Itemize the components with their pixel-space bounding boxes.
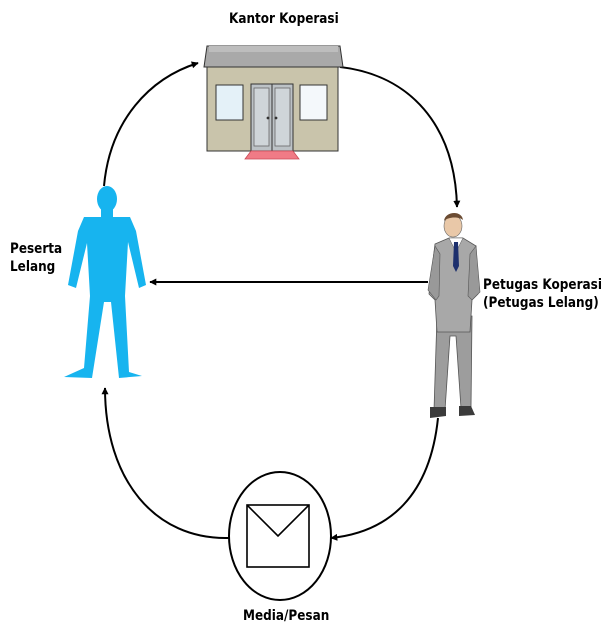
office-label: Kantor Koperasi — [229, 11, 339, 27]
participant-label-line-2: Lelang — [10, 259, 56, 275]
arrow-officer-to-media — [330, 417, 439, 541]
participant-label: Peserta Lelang — [10, 240, 62, 276]
participant-label-line-1: Peserta — [10, 241, 63, 257]
officer-label-line-1: Petugas Koperasi — [483, 277, 602, 293]
arrow-media-to-participant — [101, 387, 230, 540]
arrow-participant-to-office — [103, 61, 199, 187]
arrow-office-to-officer — [339, 66, 461, 208]
officer-label-line-2: (Petugas Lelang) — [483, 295, 599, 311]
businessman-icon — [427, 212, 481, 418]
envelope-icon — [228, 471, 332, 601]
officer-label: Petugas Koperasi (Petugas Lelang) — [483, 276, 602, 312]
media-label: Media/Pesan — [243, 608, 330, 624]
office-building-icon — [203, 45, 344, 160]
person-silhouette-icon — [64, 186, 146, 378]
